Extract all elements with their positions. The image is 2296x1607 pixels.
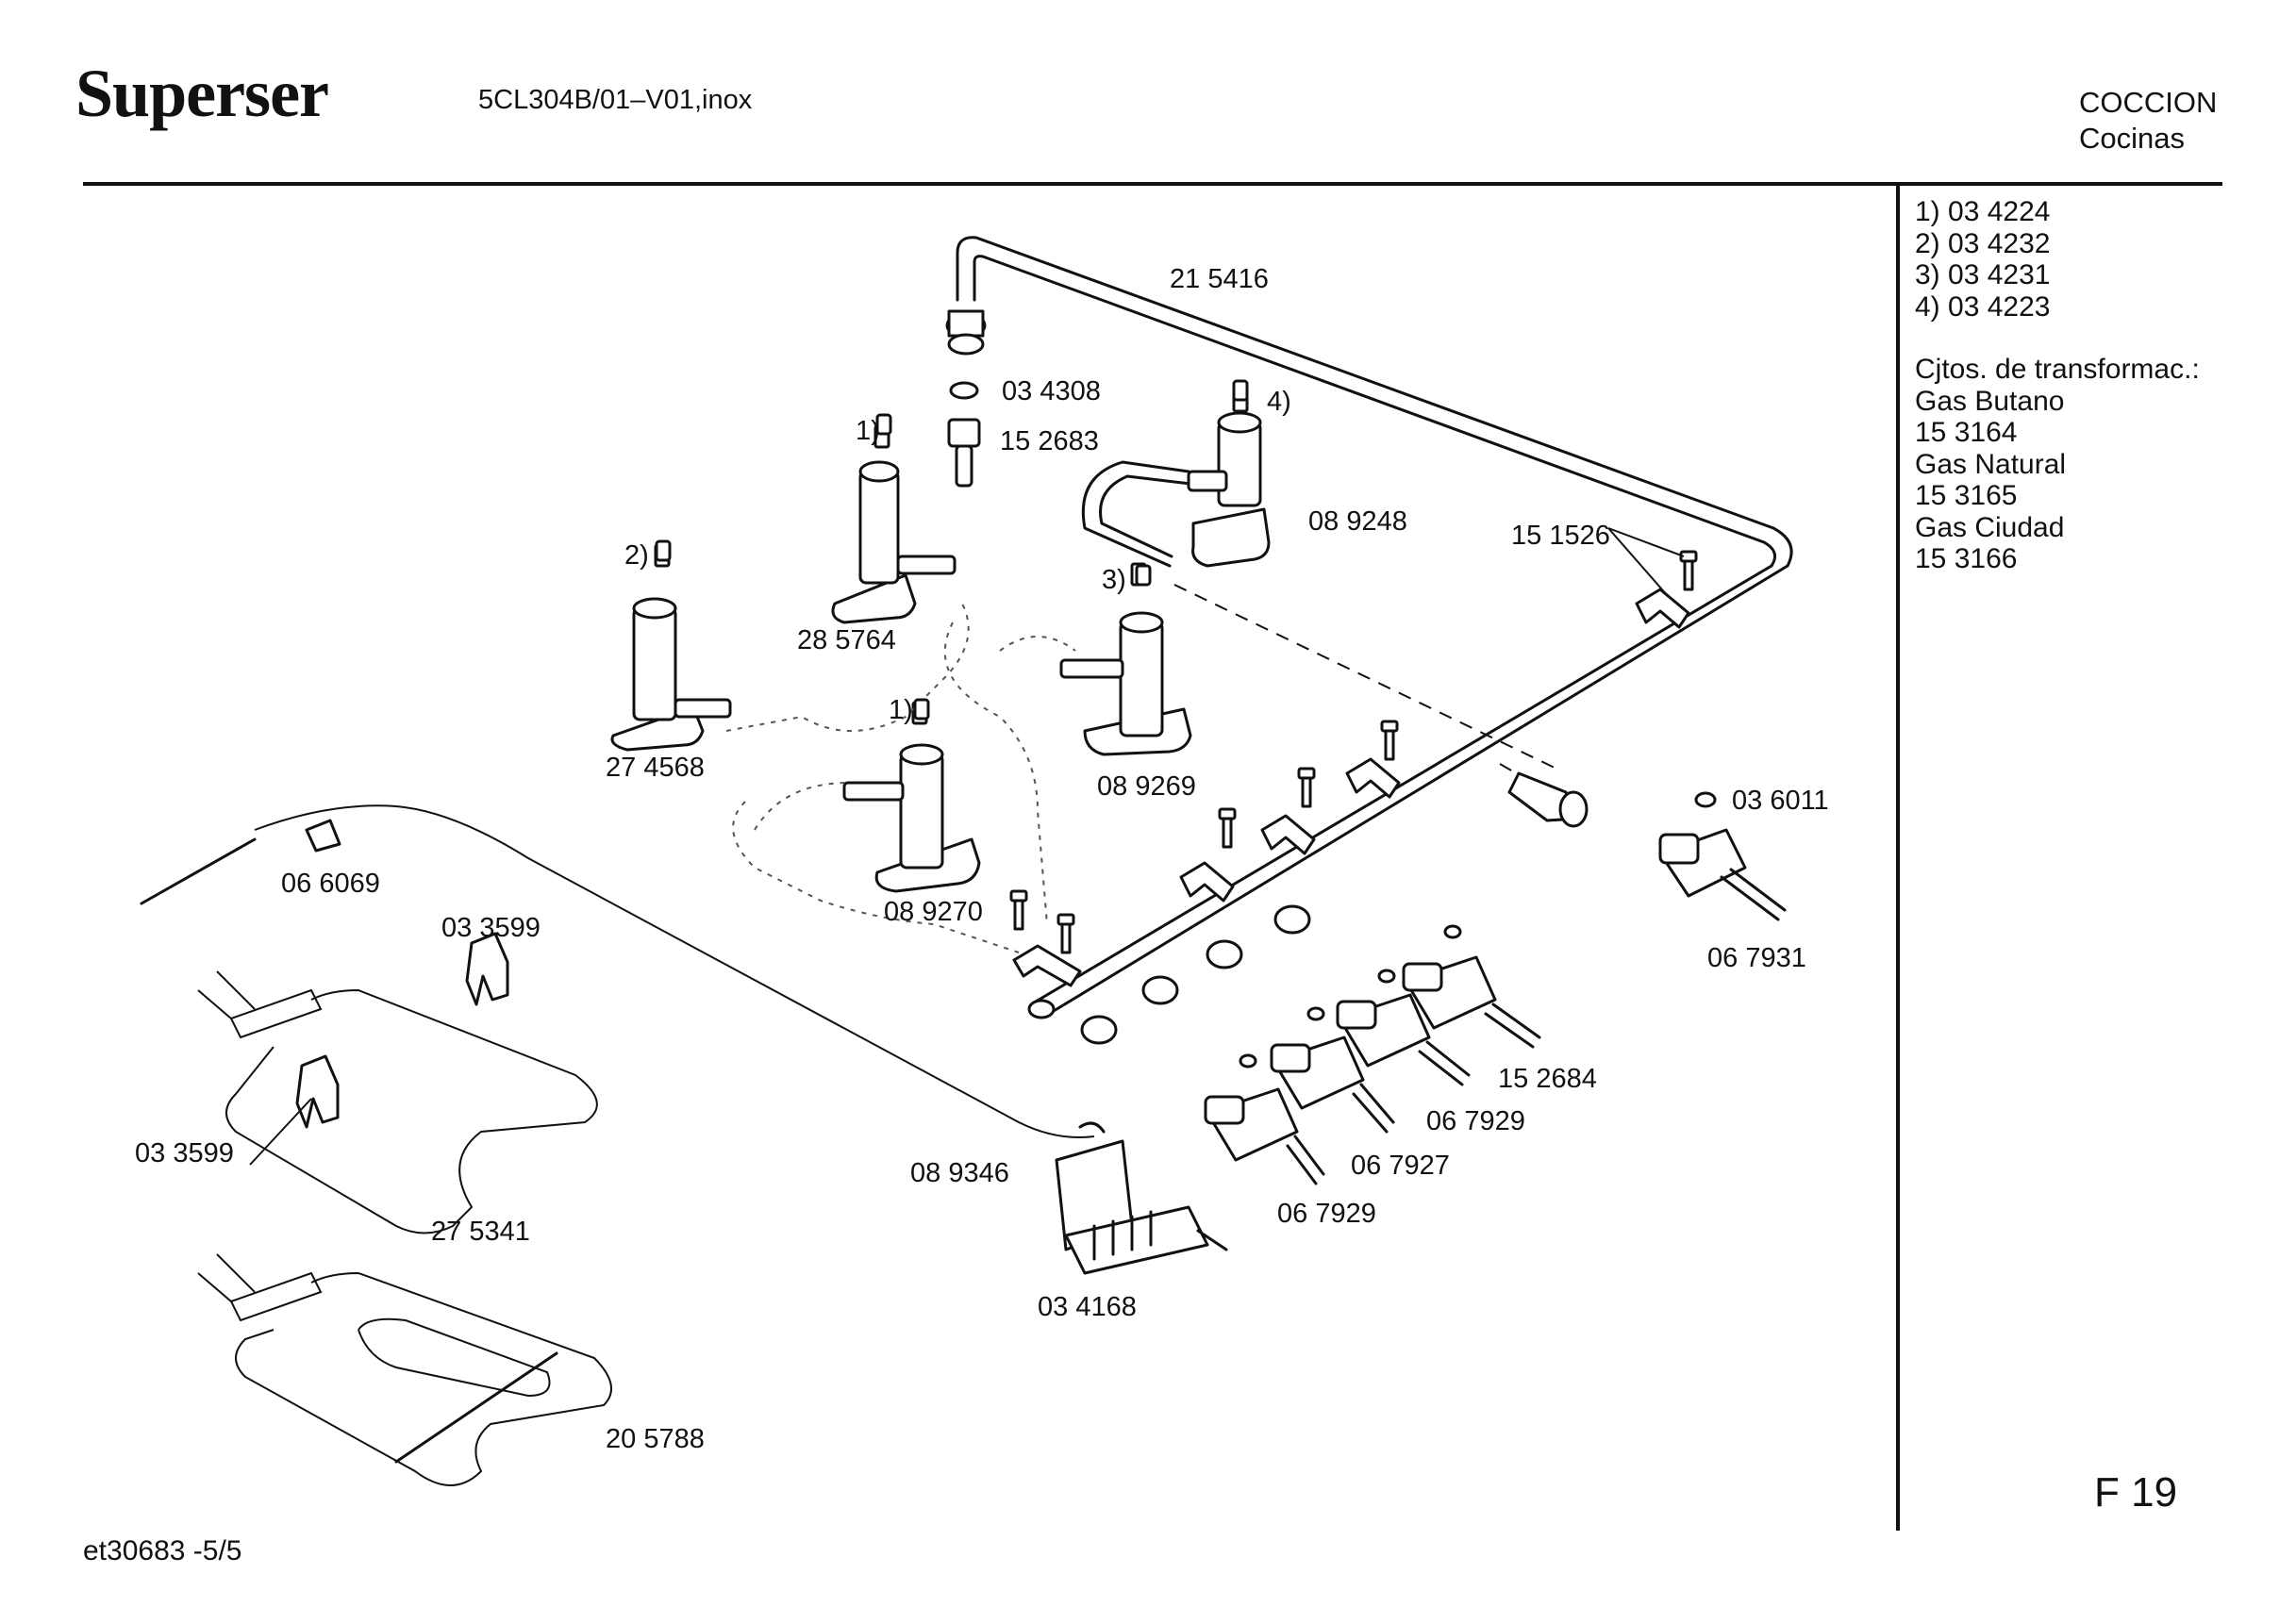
heating-element-205788 xyxy=(197,1253,612,1486)
nuts xyxy=(1080,904,1311,1045)
part-label: 27 4568 xyxy=(606,753,705,783)
part-label: 06 6069 xyxy=(281,869,380,899)
washer-036011 xyxy=(1694,791,1717,808)
screws xyxy=(1009,550,1698,954)
switch-034168 xyxy=(1064,1205,1228,1275)
connector-152683 xyxy=(947,418,981,488)
document-id: et30683 -5/5 xyxy=(83,1535,242,1566)
heating-element-275341 xyxy=(197,970,598,1234)
part-label: 06 7929 xyxy=(1277,1199,1376,1229)
tube-end-fitting xyxy=(1507,771,1589,828)
thermostat-capillary xyxy=(140,804,1095,1138)
part-label: 21 5416 xyxy=(1170,264,1269,294)
exploded-parts-diagram: 21 5416 03 4308 15 2683 1) 4) 08 9248 15… xyxy=(135,236,1829,1486)
part-label: 03 4168 xyxy=(1038,1292,1137,1322)
gas-tap-089269 xyxy=(1059,562,1192,756)
part-label: 03 3599 xyxy=(135,1138,234,1168)
part-label: 20 5788 xyxy=(606,1424,705,1454)
washer-034308 xyxy=(949,381,979,400)
part-label: 03 6011 xyxy=(1732,786,1829,816)
gas-tap-089270 xyxy=(842,701,981,893)
gas-tap-285764 xyxy=(831,424,957,624)
part-label: 03 4308 xyxy=(1002,376,1101,406)
kit-code: 15 3165 xyxy=(1915,480,2018,511)
category: COCCION xyxy=(2079,86,2218,119)
terminal-covers-033599 xyxy=(295,932,509,1129)
brand-logo: Superser xyxy=(75,56,329,131)
injector-item: 4) 03 4223 xyxy=(1915,290,2051,323)
part-label: 08 9269 xyxy=(1097,771,1196,802)
part-label: 03 3599 xyxy=(441,913,541,943)
clips-151526 xyxy=(1012,588,1690,987)
note-label: 1) xyxy=(889,695,913,725)
kit-gas: Gas Ciudad xyxy=(1915,511,2065,543)
note-label: 3) xyxy=(1102,565,1126,595)
part-label: 08 9346 xyxy=(910,1158,1009,1188)
part-label: 06 7931 xyxy=(1707,943,1806,973)
model-number: 5CL304B/01–V01,inox xyxy=(478,85,753,115)
gas-tube-215416 xyxy=(945,236,1793,1019)
kit-code: 15 3164 xyxy=(1915,417,2018,448)
part-label: 15 1526 xyxy=(1511,521,1610,551)
injector-item: 3) 03 4231 xyxy=(1915,259,2051,290)
valves-lower xyxy=(1204,924,1541,1185)
note-label: 2) xyxy=(624,540,649,571)
part-label: 08 9248 xyxy=(1308,506,1407,537)
kit-gas: Gas Natural xyxy=(1915,448,2067,480)
note-label: 1) xyxy=(856,416,880,446)
header-divider xyxy=(83,182,2222,186)
part-label: 15 2683 xyxy=(1000,426,1099,456)
sidebar-divider xyxy=(1896,182,1900,1531)
part-label: 06 7929 xyxy=(1426,1106,1525,1136)
figure-number: F 19 xyxy=(2094,1469,2178,1516)
kit-code: 15 3166 xyxy=(1915,543,2018,574)
part-label: 15 2684 xyxy=(1498,1064,1597,1094)
note-label: 4) xyxy=(1267,387,1291,417)
injectors xyxy=(655,379,1249,721)
injector-item: 1) 03 4224 xyxy=(1915,196,2051,227)
sidebar-legend: 1) 03 4224 2) 03 4232 3) 03 4231 4) 03 4… xyxy=(1915,196,2200,575)
conversion-title: Cjtos. de transformac.: xyxy=(1915,354,2200,385)
part-label: 28 5764 xyxy=(797,625,896,655)
valve-067931 xyxy=(1658,828,1787,921)
part-label: 06 7927 xyxy=(1351,1151,1450,1181)
part-label: 08 9270 xyxy=(884,897,983,927)
category-block: COCCION Cocinas xyxy=(2079,85,2217,157)
kit-gas: Gas Butano xyxy=(1915,385,2065,417)
injector-item: 2) 03 4232 xyxy=(1915,227,2051,259)
gas-tap-089248 xyxy=(1187,392,1271,568)
gas-tap-274568 xyxy=(610,543,732,752)
part-label: 27 5341 xyxy=(431,1217,530,1247)
feed-tube-upper xyxy=(1081,460,1190,568)
subcategory: Cocinas xyxy=(2079,122,2185,155)
